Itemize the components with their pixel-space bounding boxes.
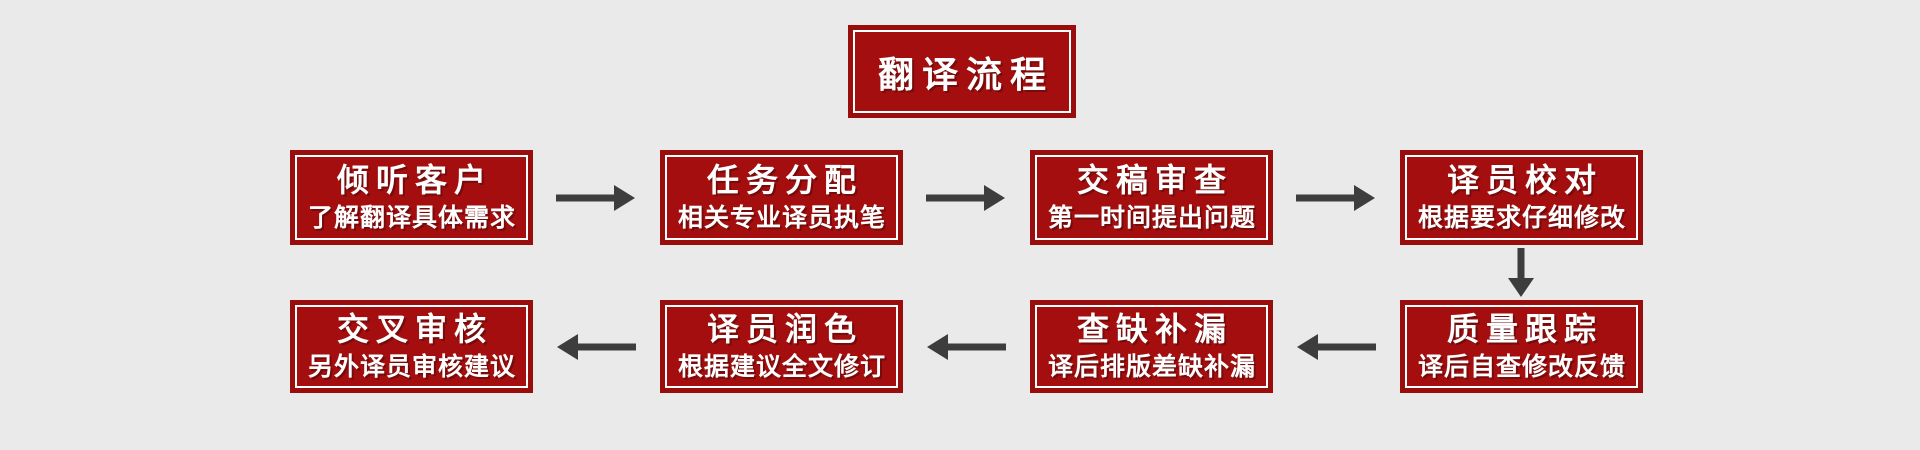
step-title: 译员校对: [1446, 162, 1603, 199]
step-box-listen-client: 倾听客户 了解翻译具体需求: [290, 150, 533, 245]
step-box-cross-review: 交叉审核 另外译员审核建议: [290, 300, 533, 393]
arrow-right-icon: [556, 180, 636, 216]
step-box-translator-proofread: 译员校对 根据要求仔细修改: [1400, 150, 1643, 245]
step-title: 交稿审查: [1076, 162, 1233, 199]
flowchart-title-core: 翻译流程: [853, 30, 1071, 113]
step-subtitle: 译后排版差缺补漏: [1047, 352, 1256, 381]
step-subtitle: 另外译员审核建议: [307, 352, 516, 381]
step-subtitle: 译后自查修改反馈: [1417, 352, 1626, 381]
arrow-right-icon: [926, 180, 1006, 216]
arrow-left-icon: [926, 329, 1006, 365]
step-box-draft-review: 交稿审查 第一时间提出问题: [1030, 150, 1273, 245]
step-title: 查缺补漏: [1076, 311, 1233, 348]
step-title: 交叉审核: [336, 311, 493, 348]
flowchart-title: 翻译流程: [877, 53, 1054, 95]
arrow-left-icon: [556, 329, 636, 365]
arrow-right-icon: [1296, 180, 1376, 216]
arrow-down-icon: [1503, 248, 1539, 298]
step-subtitle: 根据要求仔细修改: [1417, 203, 1626, 232]
step-title: 质量跟踪: [1446, 311, 1603, 348]
flowchart-title-box: 翻译流程: [848, 25, 1076, 118]
step-box-fill-gaps: 查缺补漏 译后排版差缺补漏: [1030, 300, 1273, 393]
step-box-task-assignment: 任务分配 相关专业译员执笔: [660, 150, 903, 245]
step-box-quality-tracking: 质量跟踪 译后自查修改反馈: [1400, 300, 1643, 393]
step-subtitle: 根据建议全文修订: [677, 352, 886, 381]
step-subtitle: 相关专业译员执笔: [677, 203, 886, 232]
step-title: 倾听客户: [336, 162, 493, 199]
step-title: 译员润色: [706, 311, 863, 348]
step-subtitle: 第一时间提出问题: [1047, 203, 1256, 232]
step-title: 任务分配: [706, 162, 863, 199]
arrow-left-icon: [1296, 329, 1376, 365]
step-subtitle: 了解翻译具体需求: [307, 203, 516, 232]
step-box-translator-polish: 译员润色 根据建议全文修订: [660, 300, 903, 393]
